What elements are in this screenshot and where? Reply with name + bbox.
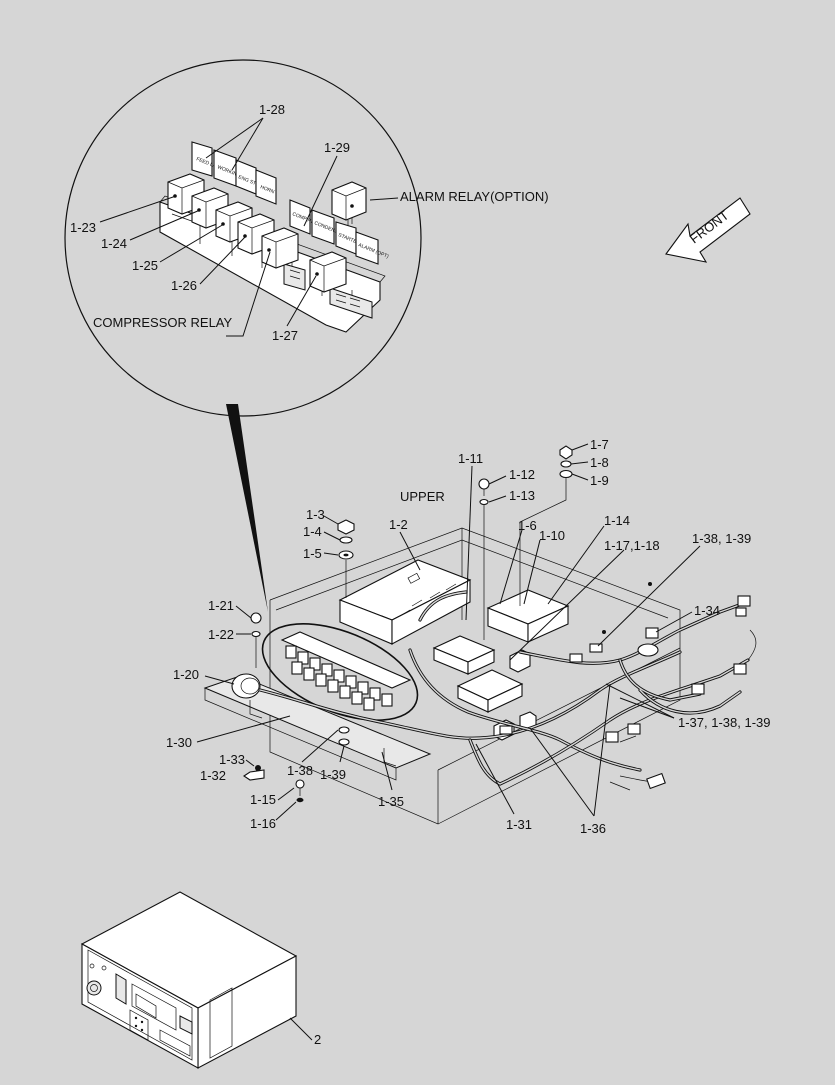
washer-1-16 <box>296 797 304 803</box>
main-leaders <box>196 443 701 821</box>
callout-1-8: 1-8 <box>590 455 609 470</box>
callout-1-13: 1-13 <box>509 488 535 503</box>
bolt-1-32 <box>243 769 265 781</box>
callout-compressor-relay: COMPRESSOR RELAY <box>93 315 233 330</box>
callout-1-33: 1-33 <box>219 752 245 767</box>
front-arrow: FRONT <box>665 197 751 263</box>
plate-feed-lamp <box>191 141 213 177</box>
detail-leaders <box>99 117 399 337</box>
unit-2-knob <box>86 980 102 996</box>
callout-1-17-1-18: 1-17,1-18 <box>604 538 660 553</box>
buzzer <box>231 673 261 699</box>
plate-horn <box>255 169 277 205</box>
relay-detail-callout: FEED LAMP WORKING LAMP ENG STOP HORN COM… <box>64 59 549 612</box>
washer-1-8 <box>560 460 572 468</box>
callout-1-38: 1-38 <box>287 763 313 778</box>
relay-compressor <box>261 227 299 269</box>
plate-alarm <box>355 231 379 265</box>
callout-1-5: 1-5 <box>303 546 322 561</box>
nut-1-7 <box>559 445 573 460</box>
callout-1-12: 1-12 <box>509 467 535 482</box>
callout-1-28: 1-28 <box>259 102 285 117</box>
callout-1-34: 1-34 <box>694 603 720 618</box>
controller-module <box>338 559 472 645</box>
washer-1-9 <box>559 469 573 479</box>
callout-1-26: 1-26 <box>171 278 197 293</box>
callout-1-23: 1-23 <box>70 220 96 235</box>
center-modules <box>432 589 570 741</box>
detail-pointer <box>226 404 268 612</box>
callout-1-16: 1-16 <box>250 816 276 831</box>
fasteners <box>243 445 573 803</box>
screw-1-12 <box>478 478 490 490</box>
callout-1-20: 1-20 <box>173 667 199 682</box>
callout-1-35: 1-35 <box>378 794 404 809</box>
plate-compressor <box>289 199 311 235</box>
unit-2-controller: 2 <box>80 891 321 1069</box>
callout-1-2: 1-2 <box>389 517 408 532</box>
mounting-plate <box>203 675 432 769</box>
callout-1-14: 1-14 <box>604 513 630 528</box>
unit-2-front-panel <box>81 943 199 1069</box>
connectors <box>499 595 751 790</box>
callout-1-21: 1-21 <box>208 598 234 613</box>
callout-1-29: 1-29 <box>324 140 350 155</box>
callout-1-24: 1-24 <box>101 236 127 251</box>
svg-text:HORN: HORN <box>259 184 275 195</box>
callout-1-6: 1-6 <box>518 518 537 533</box>
relay-label-plates-right: COMP RESSOR CONDENSER FAN STARTER ALARM … <box>289 199 390 265</box>
washer-1-22 <box>251 630 261 638</box>
callout-upper: UPPER <box>400 489 445 504</box>
callout-1-4: 1-4 <box>303 524 322 539</box>
screw-1-15 <box>295 779 305 789</box>
washer-1-4 <box>339 536 353 544</box>
callout-1-38-1-39-top: 1-38, 1-39 <box>692 531 751 546</box>
callout-1-36: 1-36 <box>580 821 606 836</box>
callout-1-31: 1-31 <box>506 817 532 832</box>
callout-1-3: 1-3 <box>306 507 325 522</box>
relay-1-27 <box>309 251 347 293</box>
plate-condenser-fan <box>311 209 335 245</box>
washer-1-33 <box>255 765 261 771</box>
callout-1-25: 1-25 <box>132 258 158 273</box>
callout-1-11: 1-11 <box>458 451 483 466</box>
connector-a <box>737 595 751 607</box>
callout-1-10: 1-10 <box>539 528 565 543</box>
relay-label-plates-left: FEED LAMP WORKING LAMP ENG STOP HORN <box>191 141 277 205</box>
callout-1-9: 1-9 <box>590 473 609 488</box>
relay-alarm-option <box>331 181 367 226</box>
callout-alarm-relay: ALARM RELAY(OPTION) <box>400 189 549 204</box>
callout-1-30: 1-30 <box>166 735 192 750</box>
nut-1-3 <box>337 519 355 535</box>
screw-1-21 <box>250 612 262 624</box>
callout-1-22: 1-22 <box>208 627 234 642</box>
callout-1-15: 1-15 <box>250 792 276 807</box>
main-assembly: 1-7 1-8 1-9 1-11 1-12 1-13 UPPER 1-3 1-4… <box>166 437 771 836</box>
callout-1-7: 1-7 <box>590 437 609 452</box>
callout-1-32: 1-32 <box>200 768 226 783</box>
relay-base <box>159 195 386 333</box>
washer-1-13 <box>479 498 489 506</box>
callout-1-39: 1-39 <box>320 767 346 782</box>
callout-2: 2 <box>314 1032 321 1047</box>
callout-1-27: 1-27 <box>272 328 298 343</box>
callout-1-37-1-38-1-39: 1-37, 1-38, 1-39 <box>678 715 771 730</box>
